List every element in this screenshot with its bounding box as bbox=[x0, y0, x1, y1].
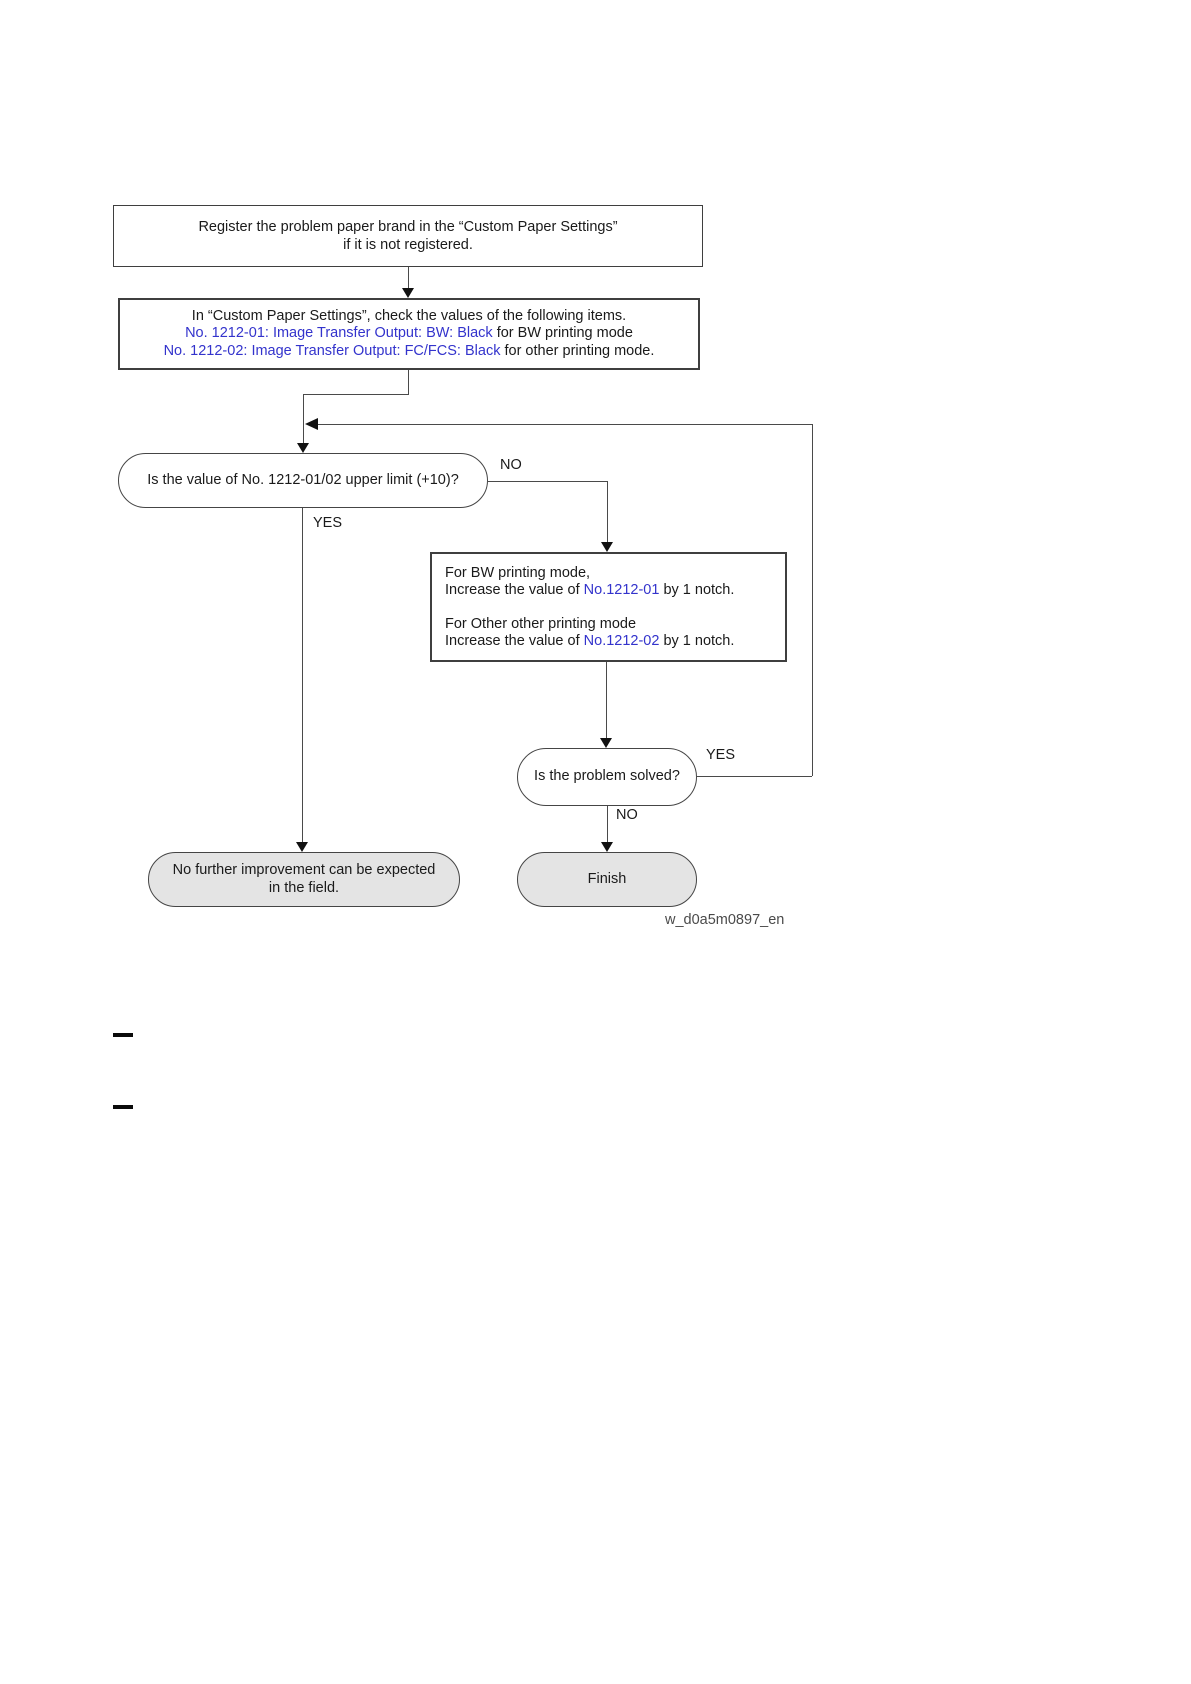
check-line2: No. 1212-01: Image Transfer Output: BW: … bbox=[185, 325, 633, 343]
flow-node-register: Register the problem paper brand in the … bbox=[113, 205, 703, 267]
arrowhead-into-no-improvement bbox=[295, 842, 308, 852]
feedback-line-bottom bbox=[697, 776, 812, 777]
feedback-line-top bbox=[318, 424, 812, 425]
register-line1: Register the problem paper brand in the … bbox=[198, 219, 618, 235]
label-yes-decision1: YES bbox=[313, 515, 343, 531]
no1-line-right bbox=[488, 481, 607, 482]
arrowhead-into-action bbox=[600, 542, 613, 552]
feedback-line-right bbox=[812, 424, 813, 776]
terminal-no-improvement: No further improvement can be expected i… bbox=[148, 852, 460, 907]
finish-text: Finish bbox=[587, 870, 627, 887]
action-line1: For BW printing mode, bbox=[445, 564, 591, 581]
check-line2-param: No. 1212-01: Image Transfer Output: BW: … bbox=[185, 325, 493, 342]
action-line5-param: No.1212-02 bbox=[583, 632, 660, 649]
register-line2: if it is not registered. bbox=[343, 237, 473, 253]
terminal-finish: Finish bbox=[517, 852, 697, 907]
action-line4: For Other other printing mode bbox=[445, 615, 637, 632]
margin-dash-2 bbox=[113, 1105, 133, 1109]
no-improvement-line1: No further improvement can be expected bbox=[172, 862, 436, 878]
connector-check-jog bbox=[303, 394, 409, 395]
check-line1: In “Custom Paper Settings”, check the va… bbox=[191, 307, 627, 324]
yes1-line-down bbox=[302, 508, 303, 844]
decision-problem-solved-text: Is the problem solved? bbox=[534, 768, 680, 785]
connector-check-down bbox=[408, 370, 409, 394]
decision-upper-limit: Is the value of No. 1212-01/02 upper lim… bbox=[118, 453, 488, 508]
check-line2-rest: for BW printing mode bbox=[492, 325, 633, 342]
action-line2-pre: Increase the value of bbox=[445, 581, 584, 598]
check-line3-param: No. 1212-02: Image Transfer Output: FC/F… bbox=[163, 342, 501, 359]
flow-node-check: In “Custom Paper Settings”, check the va… bbox=[118, 298, 700, 370]
arrowhead-into-finish bbox=[600, 842, 613, 852]
label-yes-decision2: YES bbox=[706, 747, 736, 763]
decision-problem-solved: Is the problem solved? bbox=[517, 748, 697, 806]
arrowhead-into-decision2 bbox=[599, 738, 612, 748]
check-line3-rest: for other printing mode. bbox=[500, 342, 655, 359]
label-no-decision2: NO bbox=[616, 807, 638, 823]
action-blank-line bbox=[445, 599, 449, 616]
check-line3: No. 1212-02: Image Transfer Output: FC/F… bbox=[164, 343, 655, 361]
arrowhead-into-decision1 bbox=[296, 443, 309, 453]
margin-dash-1 bbox=[113, 1033, 133, 1037]
action-line5-pre: Increase the value of bbox=[445, 632, 584, 649]
action-line5-post: by 1 notch. bbox=[659, 632, 735, 649]
no2-line-down bbox=[607, 806, 608, 842]
action-line2-post: by 1 notch. bbox=[659, 581, 735, 598]
action-increase-value: For BW printing mode, Increase the value… bbox=[430, 552, 787, 662]
arrowhead-feedback-left bbox=[305, 417, 318, 430]
no-improvement-line2: in the field. bbox=[268, 879, 340, 896]
arrowhead-into-check bbox=[401, 288, 414, 298]
action-line2-param: No.1212-01 bbox=[583, 581, 660, 598]
action-line2: Increase the value of No.1212-01 by 1 no… bbox=[445, 582, 734, 599]
connector-action-decision2 bbox=[606, 662, 607, 740]
action-line5: Increase the value of No.1212-02 by 1 no… bbox=[445, 633, 734, 650]
label-no-decision1: NO bbox=[500, 457, 522, 473]
no1-line-down bbox=[607, 481, 608, 544]
decision-upper-limit-text: Is the value of No. 1212-01/02 upper lim… bbox=[147, 471, 459, 488]
figure-caption: w_d0a5m0897_en bbox=[665, 912, 785, 928]
connector-into-decision1 bbox=[303, 394, 304, 444]
connector-register-check bbox=[408, 267, 409, 290]
